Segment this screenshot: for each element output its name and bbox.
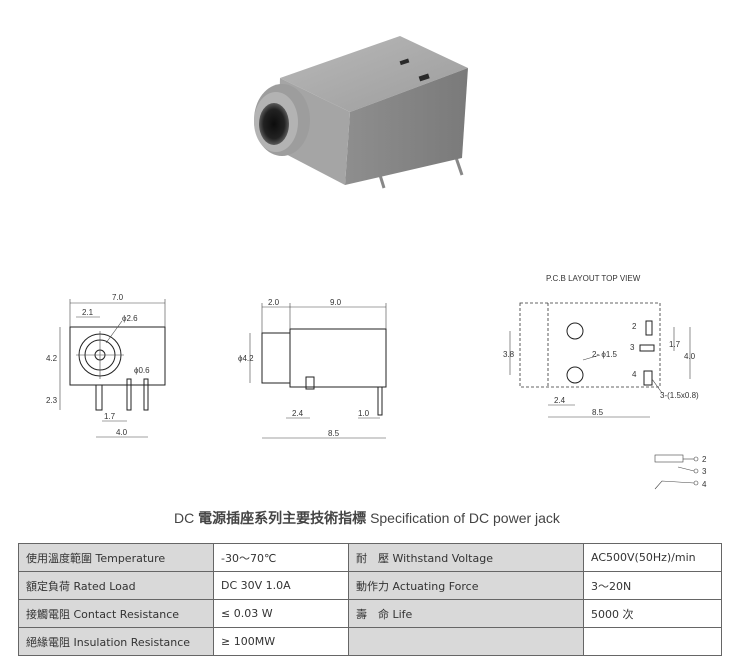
front-pin-span-dim: 4.0 — [116, 428, 128, 437]
front-bore-dim: ϕ2.6 — [122, 314, 138, 323]
pcb-hole-dim: 2- ϕ1.5 — [592, 350, 617, 359]
spec-label: 壽 命 Life — [348, 599, 584, 628]
spec-value — [583, 627, 722, 656]
front-offset-dim: 2.1 — [82, 308, 94, 317]
title-prefix: DC — [174, 510, 195, 526]
table-row: 接觸電阻 Contact Resistance ≤ 0.03 W 壽 命 Lif… — [18, 599, 722, 628]
spec-label: 使用溫度範圍 Temperature — [18, 543, 214, 572]
front-pin-pitch-dim: 1.7 — [104, 412, 116, 421]
title-zh: 電源插座系列主要技術指標 — [198, 511, 367, 527]
side-total-dim: 8.5 — [328, 429, 340, 438]
product-photo — [254, 36, 468, 189]
pcb-pad-bot: 4 — [632, 370, 637, 379]
spec-title: DC 電源插座系列主要技術指標 Specification of DC powe… — [0, 508, 734, 528]
spec-label: 接觸電阻 Contact Resistance — [18, 599, 214, 628]
pcb-pad-span-dim: 4.0 — [684, 352, 696, 361]
pcb-gap-dim: 1.7 — [669, 340, 681, 349]
side-dia-dim: ϕ4.2 — [238, 354, 254, 363]
pcb-height-dim: 3.8 — [503, 350, 515, 359]
pcb-pad-top: 2 — [632, 322, 637, 331]
spec-value: -30～70℃ — [213, 543, 349, 572]
svg-text:4: 4 — [702, 480, 707, 489]
technical-drawings: 7.0 2.1 ϕ2.6 4.2 2.3 ϕ0.6 1.7 4.0 2.0 9.… — [46, 274, 707, 490]
spec-value: ≤ 0.03 W — [213, 599, 349, 628]
spec-label: 絕緣電阻 Insulation Resistance — [18, 627, 214, 656]
front-view-drawing: 7.0 2.1 ϕ2.6 4.2 2.3 ϕ0.6 1.7 4.0 — [46, 293, 166, 438]
spec-value: AC500V(50Hz)/min — [583, 543, 722, 572]
side-front-len-dim: 2.0 — [268, 298, 280, 307]
spec-label: 動作力 Actuating Force — [348, 571, 584, 600]
table-row: 額定負荷 Rated Load DC 30V 1.0A 動作力 Actuatin… — [18, 571, 722, 600]
table-row: 絕緣電阻 Insulation Resistance ≥ 100MW — [18, 627, 722, 656]
pcb-layout-drawing: P.C.B LAYOUT TOP VIEW 3.8 2- ϕ1.5 2 3 4 … — [503, 274, 699, 418]
pcb-span-dim: 8.5 — [592, 408, 604, 417]
front-pin-dia-dim: ϕ0.6 — [134, 366, 150, 375]
side-pin-a-dim: 2.4 — [292, 409, 304, 418]
front-width-dim: 7.0 — [112, 293, 124, 302]
spec-value: DC 30V 1.0A — [213, 571, 349, 600]
side-pin-b-dim: 1.0 — [358, 409, 370, 418]
spec-label — [348, 627, 584, 656]
spec-label: 額定負荷 Rated Load — [18, 571, 214, 600]
spec-table: 使用溫度範圍 Temperature -30～70℃ 耐 壓 Withstand… — [18, 543, 722, 656]
pcb-pad-mid: 3 — [630, 343, 635, 352]
jack-schematic-symbol: 2 3 4 — [654, 454, 707, 490]
pcb-hole-offset-dim: 2.4 — [554, 396, 566, 405]
side-body-len-dim: 9.0 — [330, 298, 342, 307]
spec-value: ≥ 100MW — [213, 627, 349, 656]
table-row: 使用溫度範圍 Temperature -30～70℃ 耐 壓 Withstand… — [18, 543, 722, 572]
title-en: Specification of DC power jack — [370, 510, 560, 526]
spec-label: 耐 壓 Withstand Voltage — [348, 543, 584, 572]
pcb-heading: P.C.B LAYOUT TOP VIEW — [546, 274, 641, 283]
side-view-drawing: 2.0 9.0 ϕ4.2 2.4 1.0 8.5 — [238, 298, 387, 439]
front-height-dim: 4.2 — [46, 354, 58, 363]
pcb-slot-dim: 3-(1.5x0.8) — [660, 391, 699, 400]
spec-value: 5000 次 — [583, 599, 722, 628]
svg-text:2: 2 — [702, 455, 707, 464]
front-pin-height-dim: 2.3 — [46, 396, 58, 405]
spec-value: 3～20N — [583, 571, 722, 600]
svg-text:3: 3 — [702, 467, 707, 476]
